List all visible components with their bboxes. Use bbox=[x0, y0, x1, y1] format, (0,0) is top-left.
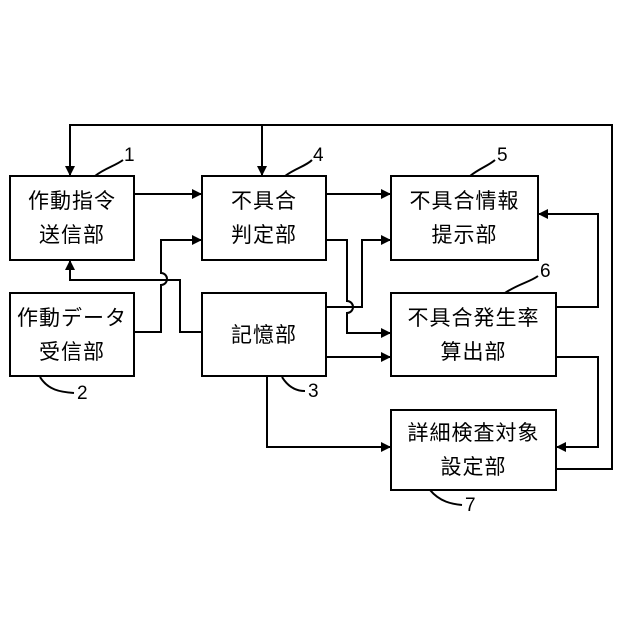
wire-2-to-4 bbox=[135, 240, 201, 332]
leader-3 bbox=[282, 377, 305, 391]
block-5-line-1: 不具合情報 bbox=[410, 184, 520, 218]
ref-numeral-7: 7 bbox=[465, 496, 476, 515]
block-operation-data-receiver: 作動データ 受信部 bbox=[9, 292, 135, 377]
leader-2 bbox=[40, 377, 74, 393]
ref-numeral-2: 2 bbox=[77, 384, 88, 403]
block-1-line-2: 送信部 bbox=[39, 218, 105, 252]
block-6-line-2: 算出部 bbox=[441, 335, 507, 369]
block-command-sender: 作動指令 送信部 bbox=[9, 175, 135, 261]
block-detailed-inspection-target-setter: 詳細検査対象 設定部 bbox=[390, 409, 557, 491]
block-2-line-1: 作動データ bbox=[17, 301, 127, 335]
wire-3-to-7 bbox=[267, 376, 390, 447]
block-storage: 記憶部 bbox=[201, 292, 327, 377]
wire-4-to-6 bbox=[327, 240, 390, 333]
leader-5 bbox=[470, 160, 495, 176]
block-7-line-1: 詳細検査対象 bbox=[408, 416, 540, 450]
block-3-line-1: 記憶部 bbox=[231, 318, 297, 352]
block-7-line-2: 設定部 bbox=[441, 450, 507, 484]
ref-numeral-5: 5 bbox=[497, 146, 508, 165]
block-4-line-2: 判定部 bbox=[231, 218, 297, 252]
wire-3-to-5 bbox=[327, 240, 390, 307]
block-malfunction-judge: 不具合 判定部 bbox=[201, 175, 327, 261]
block-4-line-1: 不具合 bbox=[231, 184, 297, 218]
leader-1 bbox=[95, 160, 123, 176]
leader-4 bbox=[285, 160, 312, 176]
ref-numeral-4: 4 bbox=[313, 146, 324, 165]
block-2-line-2: 受信部 bbox=[39, 335, 105, 369]
ref-numeral-3: 3 bbox=[308, 382, 319, 401]
ref-numeral-1: 1 bbox=[124, 146, 135, 165]
wire-6-to-7 bbox=[557, 357, 598, 447]
leader-6 bbox=[505, 276, 538, 293]
block-5-line-2: 提示部 bbox=[432, 218, 498, 252]
ref-numeral-6: 6 bbox=[540, 262, 551, 281]
block-6-line-1: 不具合発生率 bbox=[408, 301, 540, 335]
leader-7 bbox=[430, 490, 462, 505]
block-malfunction-rate-calculator: 不具合発生率 算出部 bbox=[390, 292, 557, 377]
block-1-line-1: 作動指令 bbox=[28, 184, 116, 218]
block-malfunction-info-presenter: 不具合情報 提示部 bbox=[390, 175, 539, 261]
